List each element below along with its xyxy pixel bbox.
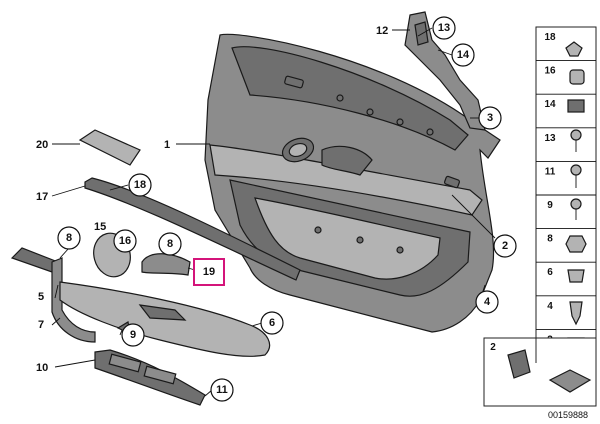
callout-19-box	[193, 258, 225, 286]
parts-table-row-label: 6	[547, 267, 553, 278]
switch-block	[94, 349, 206, 406]
part-14-icon	[567, 99, 585, 113]
parts-table-row-label: 4	[547, 301, 553, 312]
callout-5: 5	[38, 291, 44, 303]
callout-16: 16	[119, 235, 131, 247]
parts-table: 181614131198643	[535, 26, 597, 364]
callout-8a-circle: 8	[57, 226, 81, 250]
callout-16-circle: 16	[113, 229, 137, 253]
callout-9-circle: 9	[121, 323, 145, 347]
parts-table-row-label: 8	[547, 234, 553, 245]
armrest	[59, 281, 271, 357]
callouts: 1 12 13 14 3 2 4 20 17 18 15 16 8 8 19 5…	[36, 16, 517, 402]
callout-3-circle: 3	[478, 106, 502, 130]
callout-15: 15	[94, 221, 106, 233]
door-trim-panel	[204, 33, 501, 333]
part-8-icon	[565, 235, 587, 253]
callout-6: 6	[269, 317, 275, 329]
pull-handle	[10, 247, 96, 343]
part-6-icon	[567, 269, 585, 283]
callout-7: 7	[38, 319, 44, 331]
callout-10: 10	[36, 362, 48, 374]
parts-table-row-label: 18	[544, 32, 556, 43]
callout-20: 20	[36, 139, 48, 151]
callout-9: 9	[130, 329, 136, 341]
callout-1: 1	[164, 139, 170, 151]
callout-18: 18	[134, 179, 146, 191]
tool-box-label: 2	[490, 342, 496, 353]
callout-8a: 8	[66, 232, 72, 244]
part-13-icon	[570, 129, 582, 152]
part-4-icon	[569, 301, 583, 326]
callout-4: 4	[484, 296, 491, 308]
callout-8b-circle: 8	[158, 232, 182, 256]
callout-6-circle: 6	[260, 311, 284, 335]
bracket-part	[404, 11, 486, 131]
callout-2: 2	[502, 240, 508, 252]
callout-4-circle: 4	[475, 290, 499, 314]
callout-18-circle: 18	[128, 173, 152, 197]
parts-table-row-label: 16	[544, 66, 556, 77]
callout-11-circle: 11	[210, 378, 234, 402]
parts-table-row-label: 11	[545, 166, 556, 177]
parts-table-row-label: 13	[544, 133, 556, 144]
parts-table-rows: 181614131198643	[536, 32, 596, 345]
callout-8b: 8	[167, 238, 173, 250]
part-18-icon	[565, 41, 583, 57]
part-16-icon	[569, 69, 585, 85]
callout-13: 13	[438, 22, 450, 34]
callout-13-circle: 13	[432, 16, 456, 40]
callout-14-circle: 14	[451, 43, 475, 67]
reference-number: 00159888	[548, 410, 588, 420]
part-11-icon	[570, 164, 582, 188]
door-handle	[141, 253, 191, 276]
callout-19: 19	[203, 266, 215, 278]
callout-2-circle: 2	[493, 234, 517, 258]
callout-12: 12	[376, 25, 388, 37]
parts-table-row-label: 9	[547, 200, 553, 211]
callout-17: 17	[36, 191, 48, 203]
callout-3: 3	[487, 112, 493, 124]
tool-box: 2	[483, 337, 597, 407]
callout-11: 11	[216, 384, 228, 396]
cover-part	[78, 129, 141, 166]
part-9-icon	[570, 198, 582, 220]
parts-table-row-label: 14	[544, 99, 556, 110]
callout-14: 14	[457, 49, 470, 61]
